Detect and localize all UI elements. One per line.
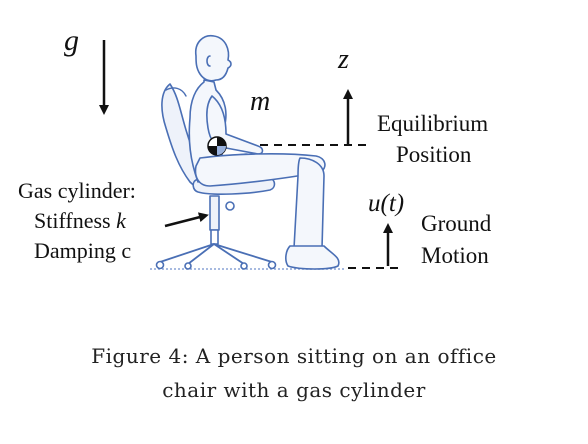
gas-cylinder [209,195,220,231]
diagram-svg [99,34,402,270]
stiffness-text: Stiffness [34,208,117,233]
ground-label-line1: Ground [421,211,492,236]
person-lower-leg [293,157,325,249]
figure-caption-line1: Figure 4: A person sitting on an office [91,344,497,368]
diagram: g m z Equilibrium Position u(t) Ground M… [18,24,492,270]
equilibrium-label-line2: Position [396,142,472,167]
figure-caption-line2: chair with a gas cylinder [162,378,426,402]
ground-label-line2: Motion [421,243,489,268]
u-label: u(t) [368,190,405,217]
center-of-mass-marker [207,136,227,156]
person-head [194,34,232,82]
mass-label: m [250,86,271,117]
gas-cylinder-pointer [164,212,209,228]
chair-base [159,243,273,265]
stiffness-variable: k [116,208,126,233]
gas-cylinder-label-line3: Damping c [34,238,132,263]
person [188,34,340,270]
gas-cylinder-label-line1: Gas cylinder: [18,178,136,203]
z-label: z [338,44,349,75]
gas-cylinder-label-line2: Stiffness k [34,208,126,234]
person-foot [285,245,340,270]
gravity-label: g [64,24,79,57]
equilibrium-label-line1: Equilibrium [377,111,489,136]
